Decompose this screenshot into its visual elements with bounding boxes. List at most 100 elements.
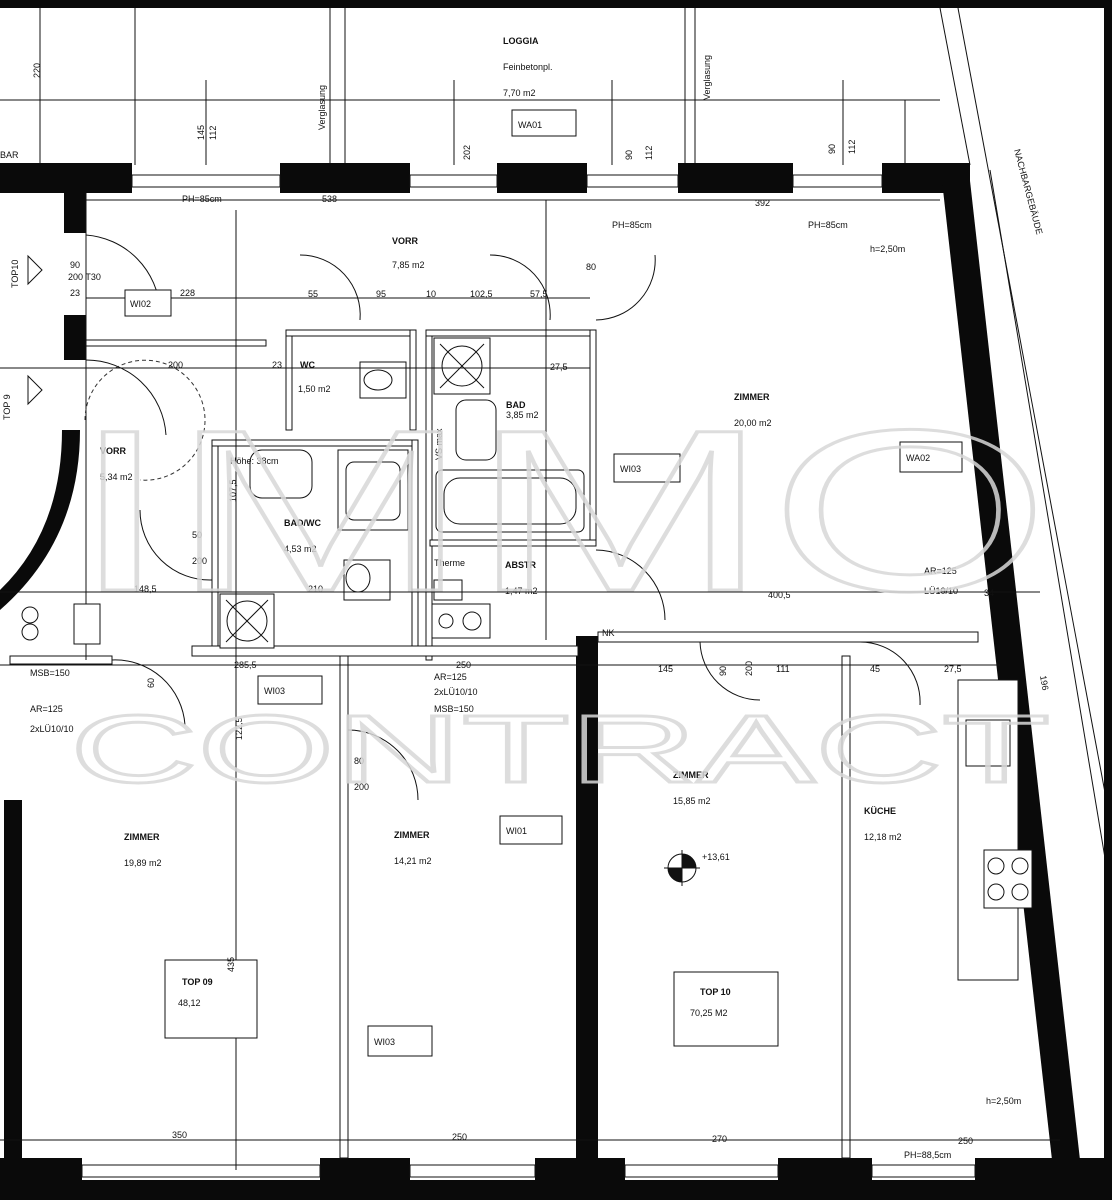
lu-right: LÜ10/10 — [924, 586, 958, 596]
dim-45: 45 — [870, 664, 880, 674]
level-marker: +13,61 — [664, 850, 730, 886]
h-bottom: h=2,50m — [986, 1096, 1021, 1106]
dimension-numbers: 538 392 220 145 112 202 90 112 90 112 55… — [32, 63, 1050, 1146]
dim-220: 220 — [32, 63, 42, 78]
room-name-vorr-2: VORR — [100, 446, 127, 456]
room-area-abstr: 1,47 m2 — [505, 586, 538, 596]
therme — [433, 579, 463, 601]
dim-400-5: 400,5 — [768, 590, 791, 600]
dim-210: 210 — [308, 584, 323, 594]
dim-148-5: 148,5 — [134, 584, 157, 594]
room-labels: VORR 7,85 m2 WC 1,50 m2 BAD 3,85 m2 ZIMM… — [100, 236, 902, 868]
window-tag-wi03-bottom: WI03 — [374, 1037, 395, 1047]
dim-90c: 90 — [70, 260, 80, 270]
lu-left: 2xLÜ10/10 — [30, 724, 74, 734]
loggia-area: 7,70 m2 — [503, 88, 536, 98]
msb-left: MSB=150 — [30, 668, 70, 678]
tag-top10: TOP10 — [10, 260, 20, 288]
dim-80b: 80 — [354, 756, 364, 766]
dim-90a: 90 — [624, 150, 634, 160]
ph-top-left: PH=85cm — [182, 194, 222, 204]
dim-200e: 200 — [192, 556, 207, 566]
room-name-zimmer-1: ZIMMER — [734, 392, 770, 402]
right-border — [1104, 0, 1112, 1200]
dim-112c: 112 — [847, 140, 857, 154]
window-tag-wi03-left: WI03 — [264, 686, 285, 696]
bar-label: BAR — [0, 150, 19, 160]
dim-145b: 145 — [658, 664, 673, 674]
dim-145: 145 — [196, 125, 206, 140]
room-name-vorr-1: VORR — [392, 236, 419, 246]
dim-435: 435 — [226, 957, 236, 972]
room-name-bad: BAD — [506, 400, 526, 410]
lu-mid: 2xLÜ10/10 — [434, 687, 478, 697]
room-name-badwc: BAD/WC — [284, 518, 321, 528]
ph-top-right: PH=85cm — [808, 220, 848, 230]
ar-mid: AR=125 — [434, 672, 467, 682]
unit-name-top09: TOP 09 — [182, 977, 213, 987]
room-area-vorr-2: 5,34 m2 — [100, 472, 133, 482]
loggia-area: WA01 — [0, 7, 1112, 901]
dim-250c: 250 — [958, 1136, 973, 1146]
dim-196: 196 — [1038, 675, 1050, 692]
ar-right: AR=125 — [924, 566, 957, 576]
room-area-vorr-1: 7,85 m2 — [392, 260, 425, 270]
ph-bottom: PH=88,5cm — [904, 1150, 951, 1160]
room-name-kueche: KÜCHE — [864, 806, 896, 816]
dim-23b: 23 — [272, 360, 282, 370]
unit-boxes: TOP 09 48,12 TOP 10 70,25 M2 — [164, 959, 779, 1047]
dim-34: 34 — [984, 588, 994, 598]
dim-200c: 200 — [744, 661, 754, 676]
dim-60: 60 — [146, 678, 156, 688]
ar-left: AR=125 — [30, 704, 63, 714]
window-tag-wa02: WA02 — [906, 453, 930, 463]
therme-label: Therme — [434, 558, 465, 568]
stove-abstr — [431, 603, 491, 639]
fixtures — [21, 337, 1033, 981]
dim-122-5: 122,5 — [234, 717, 244, 740]
window-tag-wi02: WI02 — [130, 299, 151, 309]
msb-mid: MSB=150 — [434, 704, 474, 714]
dim-112a: 112 — [208, 126, 218, 140]
bathtub — [435, 469, 585, 533]
mess-label: Höhe: 38cm — [230, 456, 279, 466]
loggia-floor: Feinbetonpl. — [503, 62, 553, 72]
dim-112b: 112 — [644, 146, 654, 160]
dim-90d: 90 — [718, 666, 728, 676]
doors — [84, 234, 921, 801]
dim-200b: 200 — [168, 360, 183, 370]
dim-50: 50 — [192, 530, 202, 540]
verglasung-left: Verglasung — [317, 85, 327, 130]
room-area-kueche: 12,18 m2 — [864, 832, 902, 842]
dim-102-5: 102,5 — [470, 289, 493, 299]
dim-228: 228 — [180, 288, 195, 298]
dim-111: 111 — [776, 664, 790, 674]
window-openings — [81, 174, 976, 1178]
level-value: +13,61 — [702, 852, 730, 862]
nk-label: NK — [602, 628, 615, 638]
dim-80: 80 — [586, 262, 596, 272]
room-area-wc: 1,50 m2 — [298, 384, 331, 394]
room-name-zimmer-4: ZIMMER — [673, 770, 709, 780]
unit-box-top09 — [164, 959, 258, 1039]
dim-107-5: 107,5 — [228, 479, 238, 502]
dim-57-5: 57,5 — [530, 289, 548, 299]
dimension-lines — [0, 80, 1060, 1170]
kitchen-counter — [957, 679, 1019, 981]
annotations: PH=85cm PH=85cm PH=85cm h=2,50m h=2,50m … — [30, 194, 1021, 1160]
dim-270: 270 — [712, 1134, 727, 1144]
dim-538: 538 — [322, 194, 337, 204]
dim-250a: 250 — [456, 660, 471, 670]
dim-23a: 23 — [70, 288, 80, 298]
dim-27-5: 27,5 — [550, 362, 568, 372]
dim-202: 202 — [462, 145, 472, 160]
room-name-wc: WC — [300, 360, 315, 370]
dim-27-5b: 27,5 — [944, 664, 962, 674]
room-name-zimmer-2: ZIMMER — [124, 832, 160, 842]
room-area-zimmer-4: 15,85 m2 — [673, 796, 711, 806]
dim-350: 350 — [172, 1130, 187, 1140]
h-top: h=2,50m — [870, 244, 905, 254]
side-tags: TOP10 TOP 9 — [2, 254, 43, 420]
dim-55: 55 — [308, 289, 318, 299]
dim-90b: 90 — [827, 144, 837, 154]
